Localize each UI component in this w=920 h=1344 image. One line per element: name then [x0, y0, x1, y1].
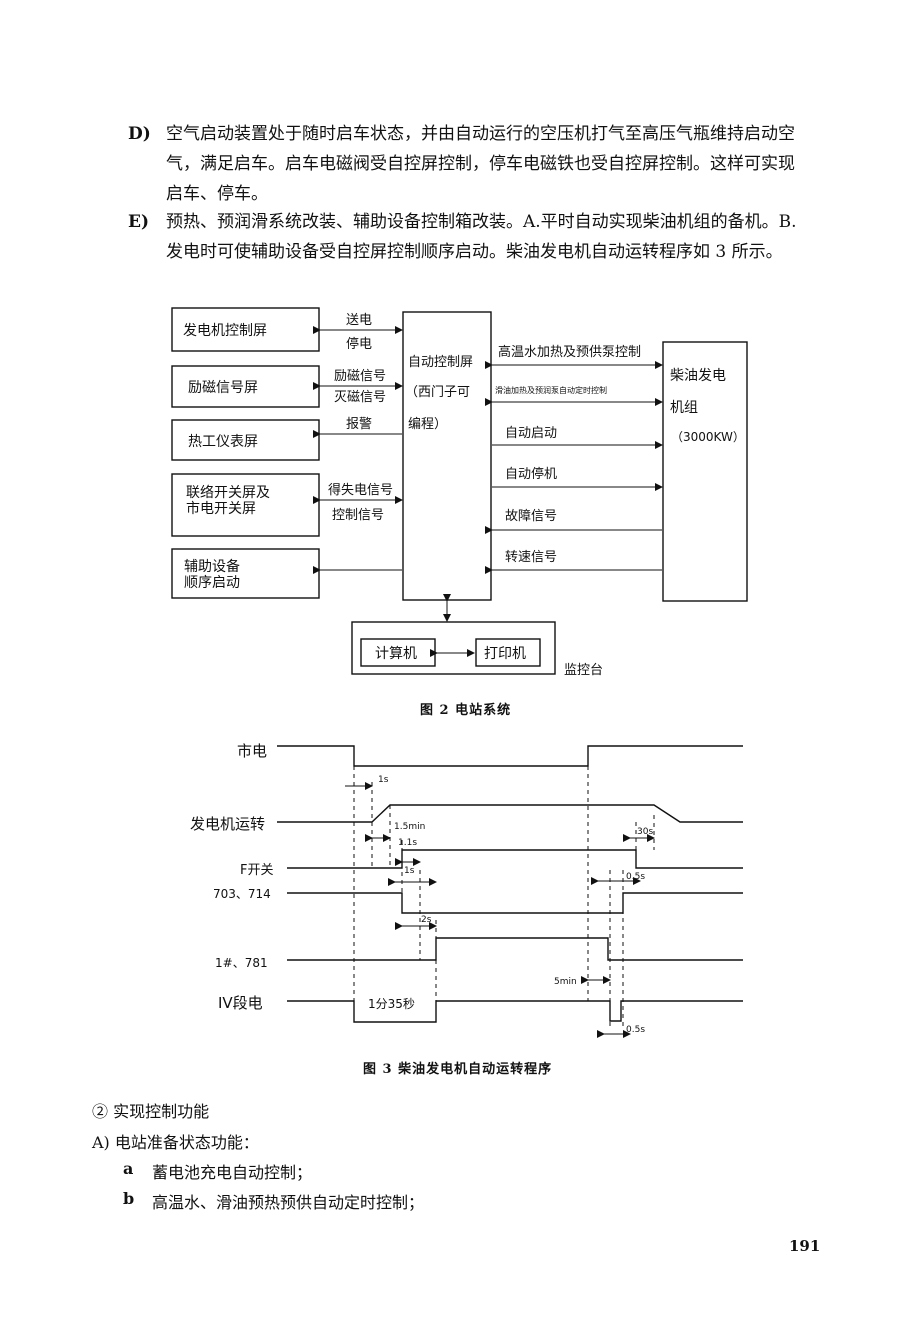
- switch-panel-box: [171, 473, 320, 537]
- timing-annotation: 30s: [637, 827, 653, 837]
- paragraph-d: D) 空气启动装置处于随时启车状态，并由自动运行的空压机打气至高压气瓶维持启动空…: [128, 119, 818, 209]
- monitor-label: 监控台: [564, 663, 603, 678]
- f-switch-waveform: [287, 849, 743, 869]
- timing-annotation: 1s: [378, 775, 389, 785]
- timing-annotation: 1.1s: [398, 838, 417, 848]
- box-label: （西门子可: [405, 385, 470, 400]
- box-label: 励磁信号屏: [188, 380, 258, 396]
- arrow-label: 控制信号: [332, 508, 384, 523]
- paragraph-e: E) 预热、预润滑系统改装、辅助设备控制箱改装。A.平时自动实现柴油机组的备机。…: [128, 207, 818, 297]
- timing-diagram: 市电 发电机运转 F开关 703、714 1#、781 IV段电 1s: [190, 742, 743, 1038]
- signal-label: 发电机运转: [190, 815, 265, 833]
- timing-annotation: 1s: [404, 866, 415, 876]
- timing-annotation: 1.5min: [394, 822, 425, 832]
- list-item-text: 蓄电池充电自动控制；: [152, 1163, 313, 1182]
- signal-label: IV段电: [218, 994, 263, 1012]
- signal-label: 1#、781: [215, 956, 268, 970]
- box-label: 机组: [670, 400, 698, 416]
- arrow-label: 得失电信号: [328, 482, 393, 498]
- box-label: 编程）: [408, 417, 447, 432]
- generator-waveform: [277, 804, 743, 823]
- signal-label: 市电: [237, 742, 267, 760]
- arrow-label: 灭磁信号: [334, 390, 386, 405]
- arrow-label: 送电: [346, 313, 372, 328]
- box-label: 计算机: [375, 646, 417, 662]
- printer-box: [475, 638, 541, 667]
- timing-annotation: 0.5s: [626, 872, 645, 882]
- box-label: 柴油发电: [670, 368, 726, 384]
- arrow-label: 转速信号: [505, 550, 557, 565]
- signal-label: F开关: [240, 863, 273, 878]
- figure-2-caption: 图 2 电站系统: [420, 703, 512, 718]
- box-label: （3000KW）: [671, 430, 745, 444]
- mains-waveform: [277, 745, 743, 767]
- monitor-console-box: [351, 621, 556, 675]
- figure-3-caption: 图 3 柴油发电机自动运转程序: [363, 1062, 553, 1077]
- box-label: 联络开关屏及: [186, 485, 270, 501]
- arrow-label: 自动启动: [505, 426, 557, 441]
- paragraph-label: E): [128, 212, 150, 232]
- timing-annotation: 5min: [554, 977, 577, 987]
- 703-714-waveform: [287, 892, 743, 914]
- arrow-label: 自动停机: [505, 466, 557, 482]
- arrow-label: 励磁信号: [334, 369, 386, 384]
- subsection-heading: A) 电站准备状态功能：: [92, 1133, 259, 1152]
- system-diagram: 发电机控制屏 励磁信号屏 热工仪表屏 联络开关屏及 市电开关屏 辅助设备 顺序启…: [171, 307, 748, 678]
- timing-annotation: 1分35秒: [368, 997, 415, 1011]
- arrow-label: 高温水加热及预供泵控制: [498, 344, 641, 360]
- box-label: 辅助设备: [184, 558, 240, 575]
- paragraph-text: 预热、预润滑系统改装、辅助设备控制箱改装。A.平时自动实现柴油机组的备机。B.发…: [166, 212, 797, 262]
- arrow-label: 停电: [346, 336, 372, 352]
- section-heading: ② 实现控制功能: [92, 1102, 210, 1121]
- 1-781-waveform: [287, 937, 743, 961]
- page-number: 191: [789, 1237, 821, 1255]
- diesel-generator-box: [662, 341, 748, 602]
- paragraph-text: 空气启动装置处于随时启车状态，并由自动运行的空压机打气至高压气瓶维持启动空气，满…: [166, 124, 795, 204]
- box-label: 打印机: [484, 645, 526, 662]
- list-item-text: 高温水、滑油预热预供自动定时控制；: [152, 1193, 425, 1212]
- section-iv-waveform: [287, 1000, 743, 1023]
- signal-label: 703、714: [213, 887, 271, 901]
- box-label: 顺序启动: [184, 575, 240, 591]
- arrow-label: 故障信号: [505, 509, 557, 524]
- box-label: 发电机控制屏: [183, 323, 267, 339]
- thermal-instrument-panel-box: [171, 419, 320, 461]
- timing-annotation: 2s: [421, 915, 432, 925]
- box-label: 自动控制屏: [408, 355, 473, 370]
- arrow-label: 报警: [346, 416, 372, 432]
- box-label: 市电开关屏: [186, 500, 256, 517]
- timing-annotation: 0.5s: [626, 1025, 645, 1035]
- paragraph-label: D): [128, 124, 151, 144]
- list-item-label: b: [123, 1189, 135, 1208]
- arrow-label: 滑油加热及预润泵自动定时控制: [495, 385, 607, 395]
- list-item-label: a: [123, 1159, 134, 1178]
- box-label: 热工仪表屏: [188, 434, 258, 450]
